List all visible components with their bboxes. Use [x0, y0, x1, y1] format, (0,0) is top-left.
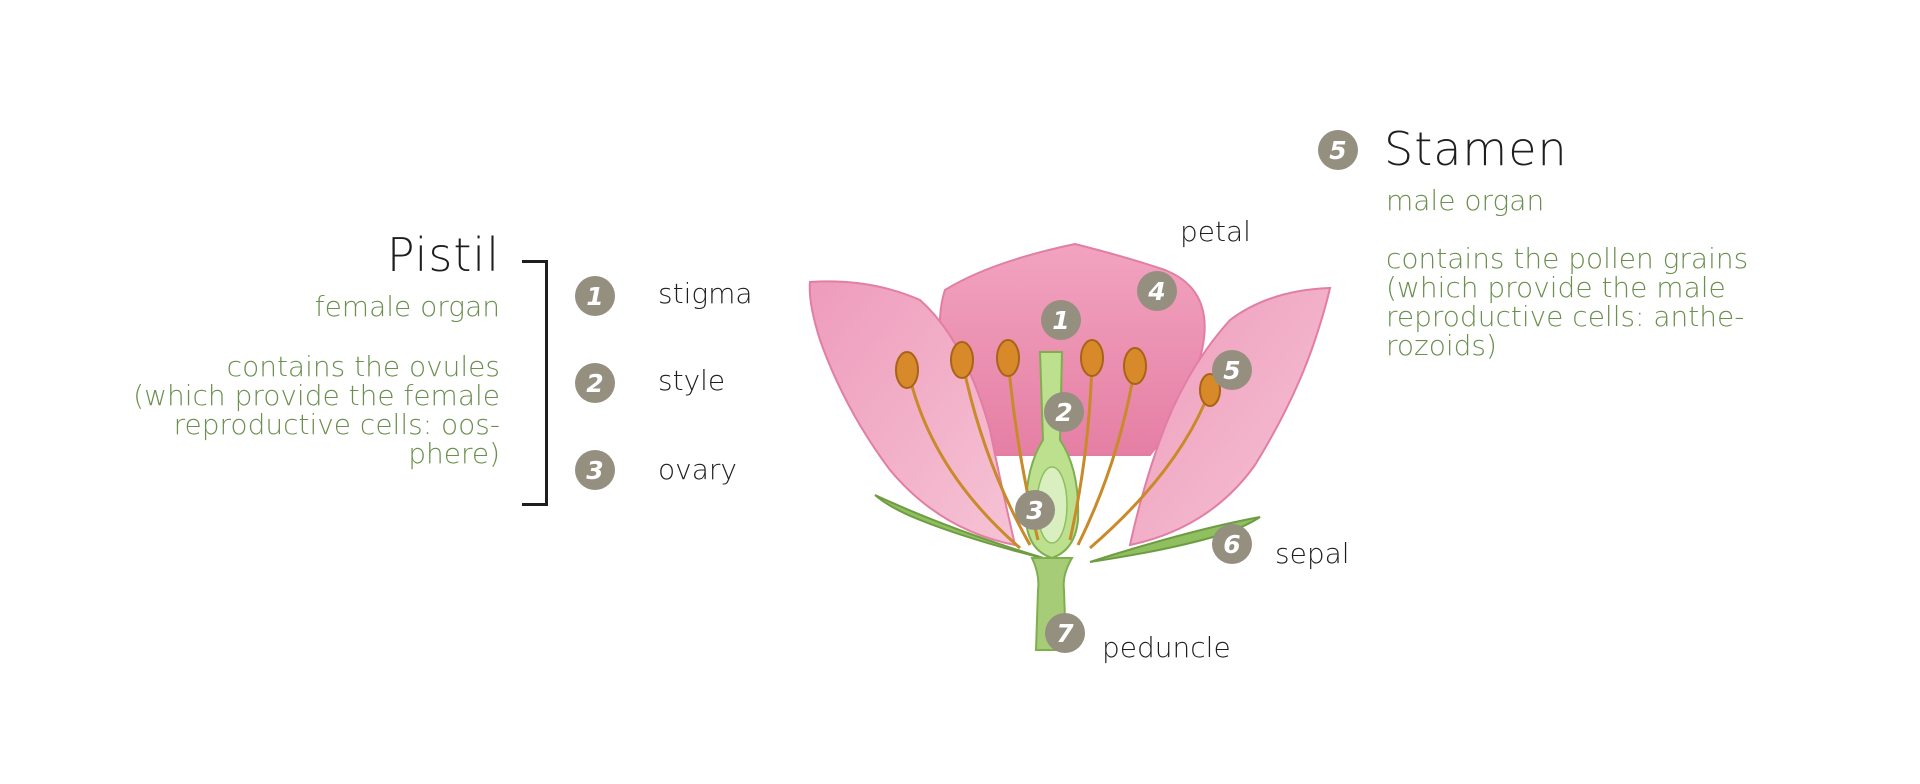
stamen-desc-line: rozoids): [1386, 329, 1497, 362]
flower-illustration: [808, 242, 1332, 651]
stamen-desc-line: (which provide the male: [1386, 271, 1726, 304]
stamen-desc-line: contains the pollen grains: [1386, 242, 1749, 275]
flower-badge-6: 6: [1212, 524, 1252, 564]
label-stigma: stigma: [658, 277, 753, 310]
pistil-desc-line: reproductive cells: oos-: [173, 408, 500, 441]
pistil-description: contains the ovules (which provide the f…: [80, 352, 500, 468]
label-petal: petal: [1180, 215, 1251, 248]
flower-badge-5: 5: [1212, 350, 1252, 390]
pistil-desc-line: (which provide the female: [133, 379, 500, 412]
pistil-desc-line: phere): [408, 437, 500, 470]
flower-badge-7: 7: [1045, 613, 1085, 653]
stamen-number-badge: 5: [1318, 130, 1358, 170]
pistil-desc-line: contains the ovules: [226, 350, 500, 383]
number-badge-3: 3: [575, 450, 615, 490]
flower-badge-4: 4: [1137, 271, 1177, 311]
label-ovary: ovary: [658, 453, 737, 486]
stamen-anthers: [895, 339, 1221, 407]
flower-badge-1: 1: [1041, 300, 1081, 340]
label-style: style: [658, 364, 726, 397]
stamen-desc-line: reproductive cells: anthe-: [1386, 300, 1745, 333]
stamen-subtitle: male organ: [1386, 184, 1545, 217]
label-sepal: sepal: [1275, 537, 1350, 570]
pistil-title: Pistil: [386, 228, 500, 282]
flower-badge-2: 2: [1044, 392, 1084, 432]
stamen-title: Stamen: [1384, 122, 1568, 176]
right-petal: [1128, 286, 1332, 547]
number-badge-1: 1: [575, 276, 615, 316]
number-badge-2: 2: [575, 363, 615, 403]
stamen-description: contains the pollen grains (which provid…: [1386, 244, 1846, 360]
pistil-subtitle: female organ: [314, 290, 500, 323]
left-sepal: [874, 494, 1051, 561]
label-peduncle: peduncle: [1102, 631, 1231, 664]
pistil-bracket: [522, 260, 548, 506]
flower-badge-3: 3: [1015, 490, 1055, 530]
